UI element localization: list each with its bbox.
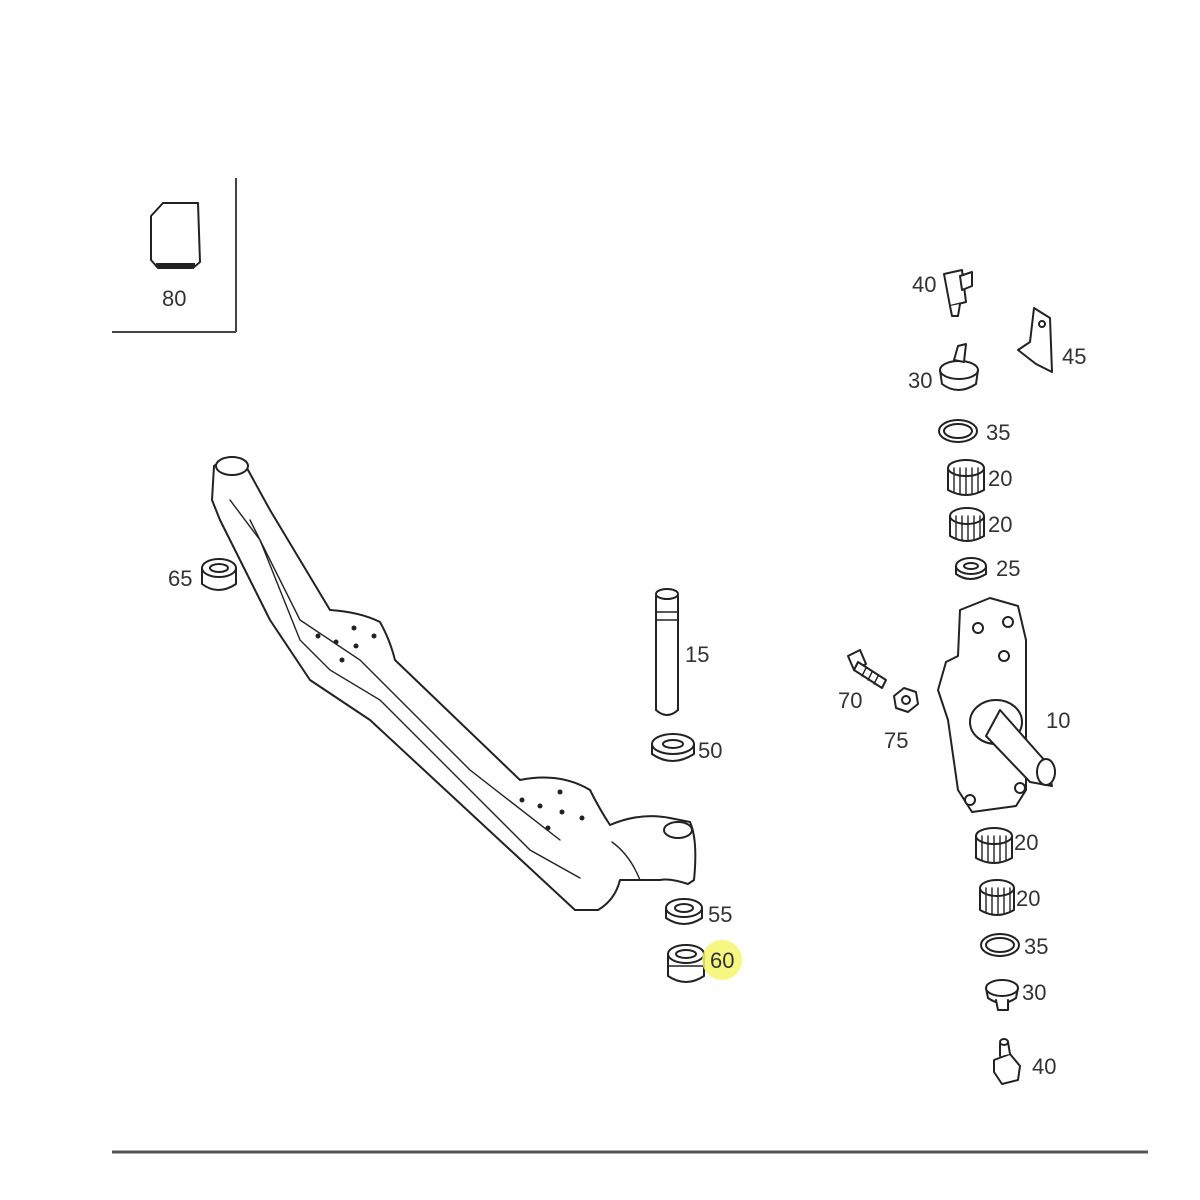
part-10-steering-knuckle-icon — [937, 597, 1056, 813]
label-part-20-2: 20 — [988, 512, 1012, 537]
label-part-30-top: 30 — [908, 368, 932, 393]
inset-part-80-icon — [150, 202, 201, 269]
label-part-20-3: 20 — [1014, 830, 1038, 855]
part-55-seal-icon — [665, 898, 703, 925]
label-part-30-bottom: 30 — [1022, 980, 1046, 1005]
part-65-bushing-icon — [201, 558, 237, 591]
part-35-bottom-ring-icon — [980, 933, 1020, 957]
label-part-40-bottom: 40 — [1032, 1054, 1056, 1079]
inset-label: 80 — [162, 286, 186, 311]
part-70-bolt-icon — [847, 649, 887, 689]
part-20-bearing-2-icon — [949, 507, 985, 542]
label-part-15: 15 — [685, 642, 709, 667]
part-15-king-pin-icon — [655, 588, 679, 716]
part-40-top-grease-nipple-icon — [943, 269, 973, 317]
part-25-washer-icon — [955, 557, 987, 580]
axle-beam — [211, 456, 697, 911]
part-40-bottom-grease-nipple-icon — [993, 1038, 1021, 1085]
label-part-40-top: 40 — [912, 272, 936, 297]
label-part-20-4: 20 — [1016, 886, 1040, 911]
label-part-45: 45 — [1062, 344, 1086, 369]
part-20-bearing-3-icon — [975, 827, 1013, 864]
part-50-seal-icon — [651, 733, 695, 762]
label-part-20-1: 20 — [988, 466, 1012, 491]
label-part-75: 75 — [884, 728, 908, 753]
part-20-bearing-1-icon — [947, 459, 985, 496]
label-part-50: 50 — [698, 738, 722, 763]
inset-box: 80 — [112, 178, 237, 333]
part-30-bottom-cap-icon — [985, 979, 1019, 1011]
label-part-70: 70 — [838, 688, 862, 713]
part-45-bracket-icon — [1017, 307, 1053, 373]
label-part-25: 25 — [996, 556, 1020, 581]
part-60-plug-icon — [667, 944, 705, 983]
part-35-top-ring-icon — [938, 419, 978, 443]
highlight-part-60 — [702, 940, 742, 980]
label-part-60: 60 — [710, 948, 734, 973]
label-part-65: 65 — [168, 566, 192, 591]
part-30-top-cap-icon — [939, 343, 979, 391]
label-part-35-top: 35 — [986, 420, 1010, 445]
label-part-55: 55 — [708, 902, 732, 927]
label-part-10: 10 — [1046, 708, 1070, 733]
part-75-nut-icon — [893, 687, 919, 713]
label-part-35-bottom: 35 — [1024, 934, 1048, 959]
part-20-bearing-4-icon — [979, 879, 1015, 916]
